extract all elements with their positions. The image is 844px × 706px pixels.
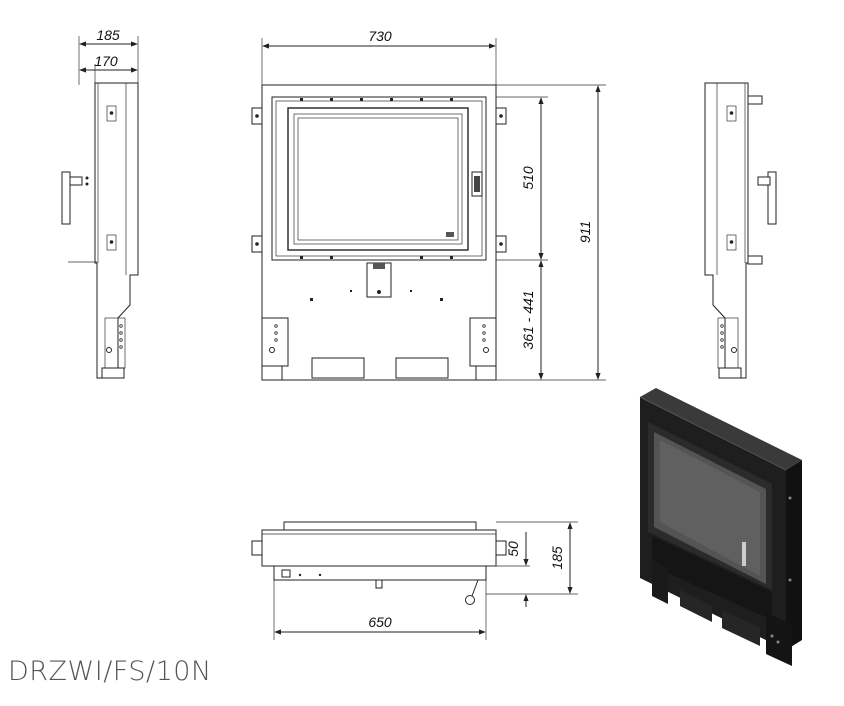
dimension-depth-body: 170 xyxy=(94,53,118,69)
plan-view: 50 185 650 xyxy=(251,521,578,640)
dimension-plan-width: 650 xyxy=(368,614,392,630)
fireplace-door-render xyxy=(639,388,802,666)
left-side-view: 185 170 xyxy=(61,27,139,379)
front-view: 730 xyxy=(251,28,507,381)
dimension-height-total: 911 xyxy=(577,221,593,243)
dimension-height-legs-range: 361 - 441 xyxy=(520,290,536,349)
dimension-plan-depth-small: 50 xyxy=(505,541,521,557)
dimension-height-door: 510 xyxy=(520,166,536,190)
dimension-plan-depth-total: 185 xyxy=(549,546,565,570)
dimension-depth-total: 185 xyxy=(96,27,120,43)
product-code: DRZWI/FS/10N xyxy=(8,656,212,687)
front-view-dimensions: 510 361 - 441 911 xyxy=(496,84,606,381)
right-side-view xyxy=(704,82,777,379)
dimension-width-total: 730 xyxy=(368,28,392,44)
